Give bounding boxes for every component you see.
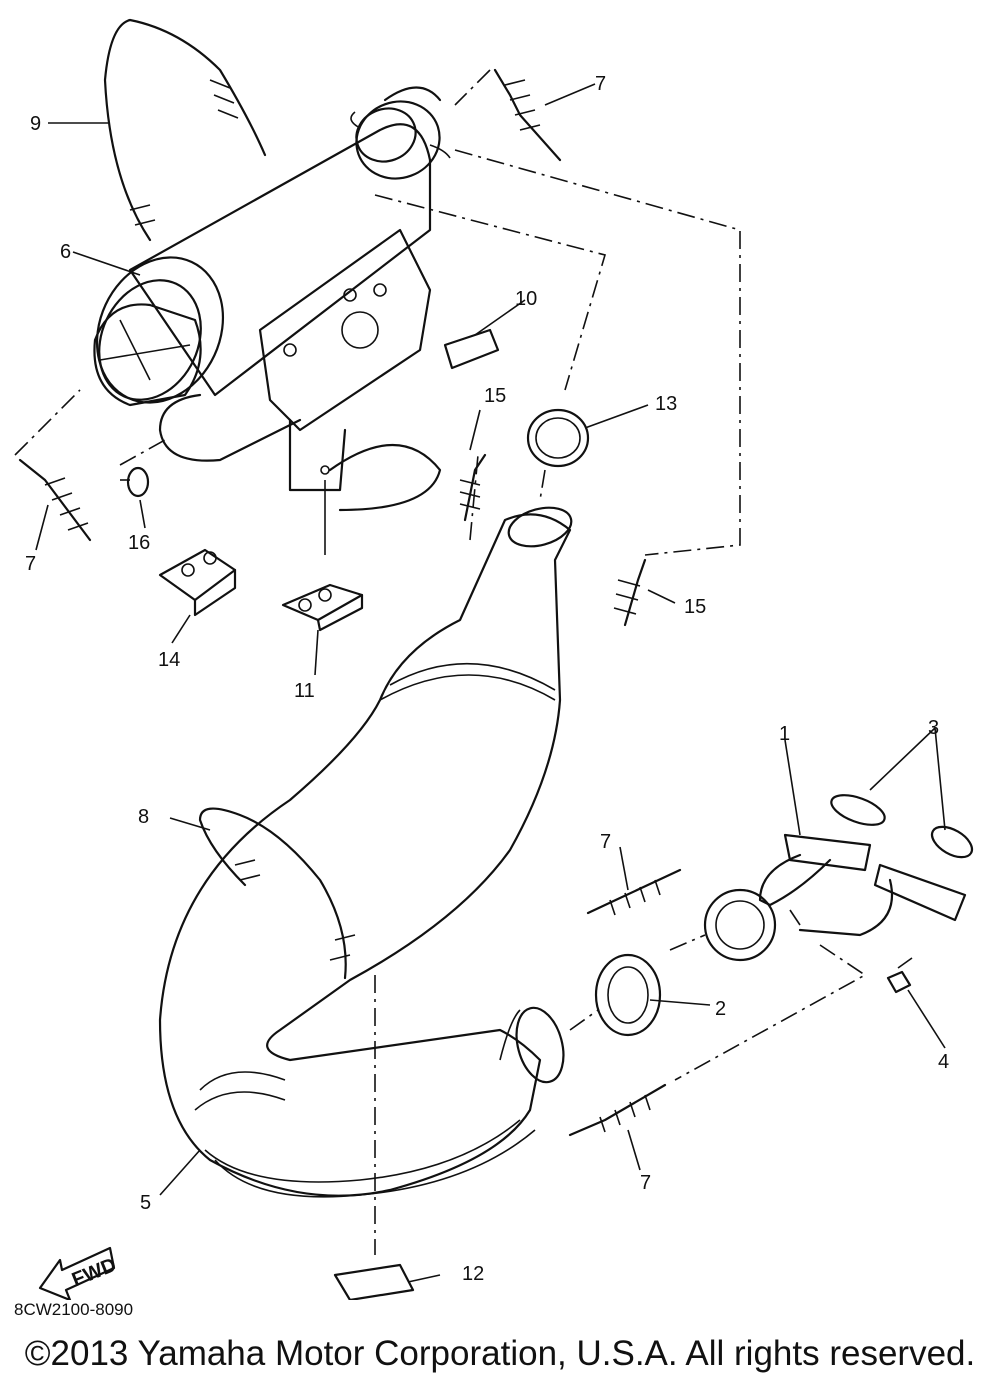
callout-6: 6 (60, 241, 71, 263)
mounting-bracket-left (158, 548, 237, 617)
spring-left (18, 458, 92, 542)
leader-lines (35, 83, 946, 1283)
callout-13: 13 (655, 393, 677, 415)
manifold-gasket-right (930, 825, 974, 859)
spring-15-right (613, 558, 647, 627)
callout-15: 15 (684, 596, 706, 618)
mounting-bracket-right (281, 583, 364, 632)
muffler-band-9 (103, 18, 267, 242)
fwd-arrow-icon: FWD (38, 1246, 119, 1300)
exhaust-gasket-ring (594, 953, 662, 1037)
callout-9: 9 (30, 113, 41, 135)
callout-16: 16 (128, 532, 150, 554)
callout-7: 7 (25, 553, 36, 575)
manifold-gasket-top (830, 794, 886, 826)
callout-12: 12 (462, 1263, 484, 1285)
pipe-band-8 (198, 807, 356, 980)
callout-14: 14 (158, 649, 180, 671)
spring-top-right (493, 68, 562, 162)
exhaust-manifold (703, 833, 967, 962)
assembly-lines (14, 69, 867, 1255)
muffler-outlet-joint (350, 86, 451, 180)
spring-middle (586, 868, 682, 916)
rubber-damper (443, 328, 500, 370)
drawing-code: 8CW2100-8090 (14, 1300, 134, 1319)
grommet (120, 466, 150, 498)
callout-labels: 1 2 3 4 5 6 7 7 7 7 8 9 10 11 12 13 14 1… (25, 73, 949, 1285)
callout-15: 15 (484, 385, 506, 407)
flange-bolt (886, 957, 913, 994)
callout-7: 7 (595, 73, 606, 95)
callout-11: 11 (294, 680, 315, 702)
muffler-silencer (93, 123, 442, 512)
exhaust-pipe-chamber (158, 506, 573, 1198)
callout-1: 1 (779, 723, 790, 745)
callout-3: 3 (928, 717, 939, 739)
heat-protector-plate (333, 1263, 415, 1300)
callout-2: 2 (715, 998, 726, 1020)
callout-7: 7 (640, 1172, 651, 1194)
callout-4: 4 (938, 1051, 949, 1073)
spring-lower (568, 1083, 667, 1137)
o-ring-gasket (526, 408, 590, 468)
callout-7: 7 (600, 831, 611, 853)
spring-15-left (459, 453, 487, 522)
callout-5: 5 (140, 1192, 151, 1214)
fwd-label: FWD (69, 1254, 119, 1291)
copyright-notice: ©2013 Yamaha Motor Corporation, U.S.A. A… (24, 1334, 976, 1373)
callout-10: 10 (515, 288, 537, 310)
exhaust-exploded-diagram: 1 2 3 4 5 6 7 7 7 7 8 9 10 11 12 13 14 1… (14, 18, 974, 1300)
callout-8: 8 (138, 806, 149, 828)
